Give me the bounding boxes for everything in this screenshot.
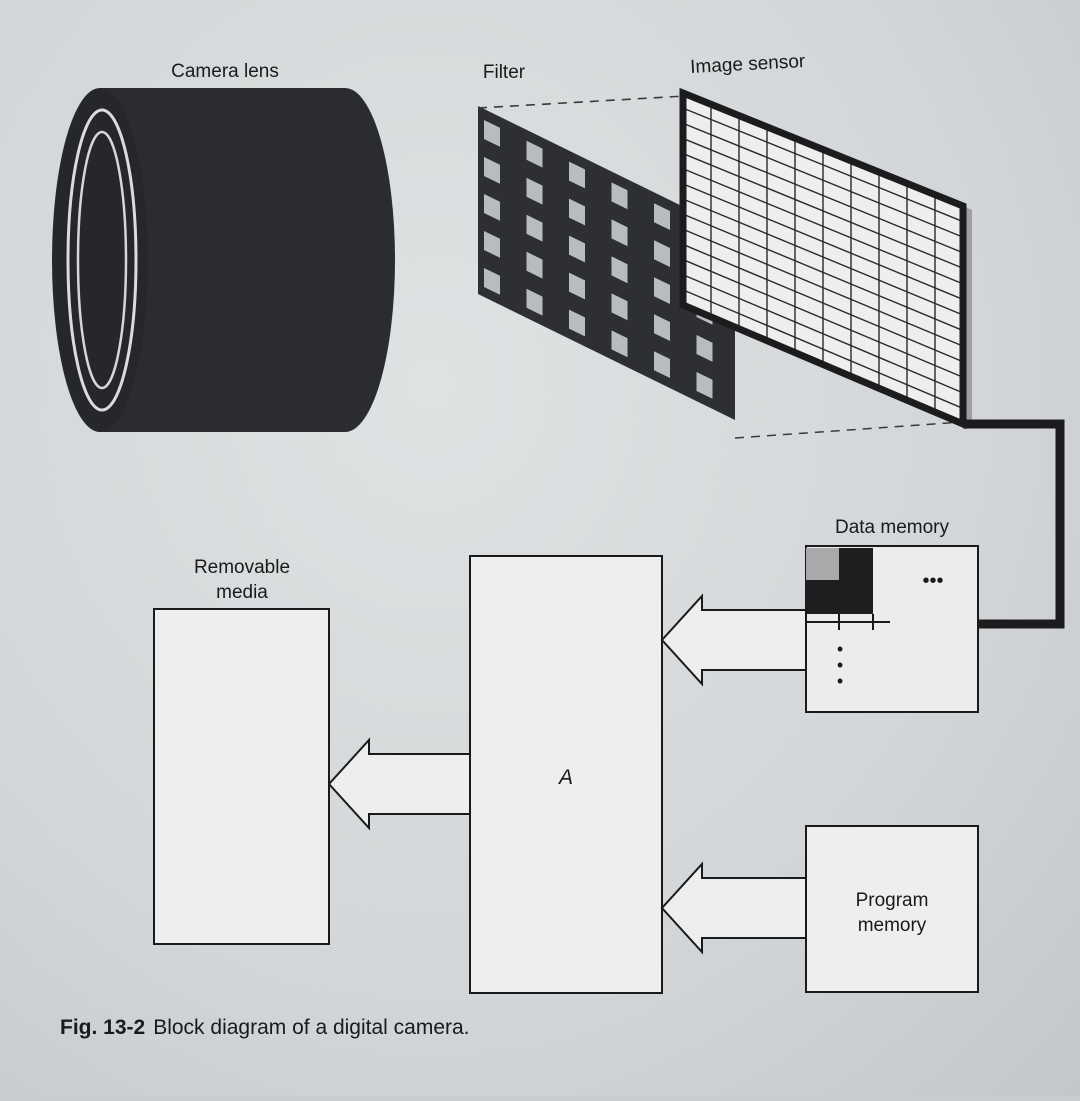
sensor-grid-line [682,228,964,347]
sensor-to-memory-connector [963,419,1065,629]
camera-lens [52,88,395,432]
filter-cell [611,330,628,358]
sensor-grid-line [682,258,964,378]
data-memory-ellipsis-h: ••• [922,570,943,592]
sensor-grid-line [682,152,964,269]
sensor-grid-line [682,198,964,316]
sensor-grid-line [682,122,964,238]
sensor-grid-line [682,168,964,285]
removable-media-block [153,608,330,945]
program-memory-label-line2: memory [858,915,927,936]
data-memory-ellipsis-v-3: • [837,671,843,691]
camera-lens-label: Camera lens [171,61,279,82]
arrow-processor-to-removable-media [327,737,471,831]
sensor-grid-line [682,137,964,254]
filter-cell [611,256,628,284]
processor-block [469,555,663,994]
filter-cell [569,272,585,300]
image-sensor-label: Image sensor [690,51,807,78]
sensor-grid-line [682,243,964,363]
filter-cell [484,157,500,184]
filter-cell [484,231,500,258]
filter-cell [611,219,628,247]
filter-cell [484,120,500,147]
filter [478,106,735,420]
sensor-grid-line [682,289,964,410]
filter-cell [526,214,543,242]
data-memory-label: Data memory [835,517,950,538]
filter-cell [611,293,628,321]
arrow-data-memory-to-processor [660,593,807,687]
filter-cell [484,268,500,295]
sensor-grid-line [682,274,964,394]
filter-cell [569,161,585,189]
filter-cell [696,372,713,399]
filter-cell [654,240,670,267]
data-memory-ellipsis-v-2: • [837,655,843,675]
data-memory: ••• • • • [805,545,979,713]
filter-cell [569,309,585,337]
figure-number: Fig. 13-2 [60,1016,146,1039]
filter-cell [654,314,670,341]
filter-cell [526,251,543,279]
filter-cell [569,235,585,263]
filter-cell [696,335,713,362]
filter-cell [484,194,500,221]
figure-caption-text: Block diagram of a digital camera. [153,1016,470,1039]
sensor-grid-line [682,183,964,301]
sensor-grid-line [682,107,964,223]
filter-cell [526,140,543,168]
sensor-grid [682,104,964,413]
filter-cell [654,203,670,230]
filter-cell [526,177,543,205]
program-memory-block [805,825,979,993]
processor-label: A [557,766,573,789]
sensor-grid-line [682,213,964,332]
filter-cell [654,277,670,304]
filter-label: Filter [483,62,526,83]
program-memory-label-line1: Program [856,890,929,911]
filter-cell [654,351,670,378]
filter-cell [569,198,585,226]
data-memory-ellipsis-v-1: • [837,639,843,659]
filter-cell [611,182,628,210]
figure-caption: Fig. 13-2 Block diagram of a digital came… [60,1016,470,1040]
removable-media-label-line2: media [216,582,268,603]
filter-cell [526,288,543,316]
arrow-program-memory-to-processor [660,861,807,955]
removable-media-label-line1: Removable [194,557,290,578]
